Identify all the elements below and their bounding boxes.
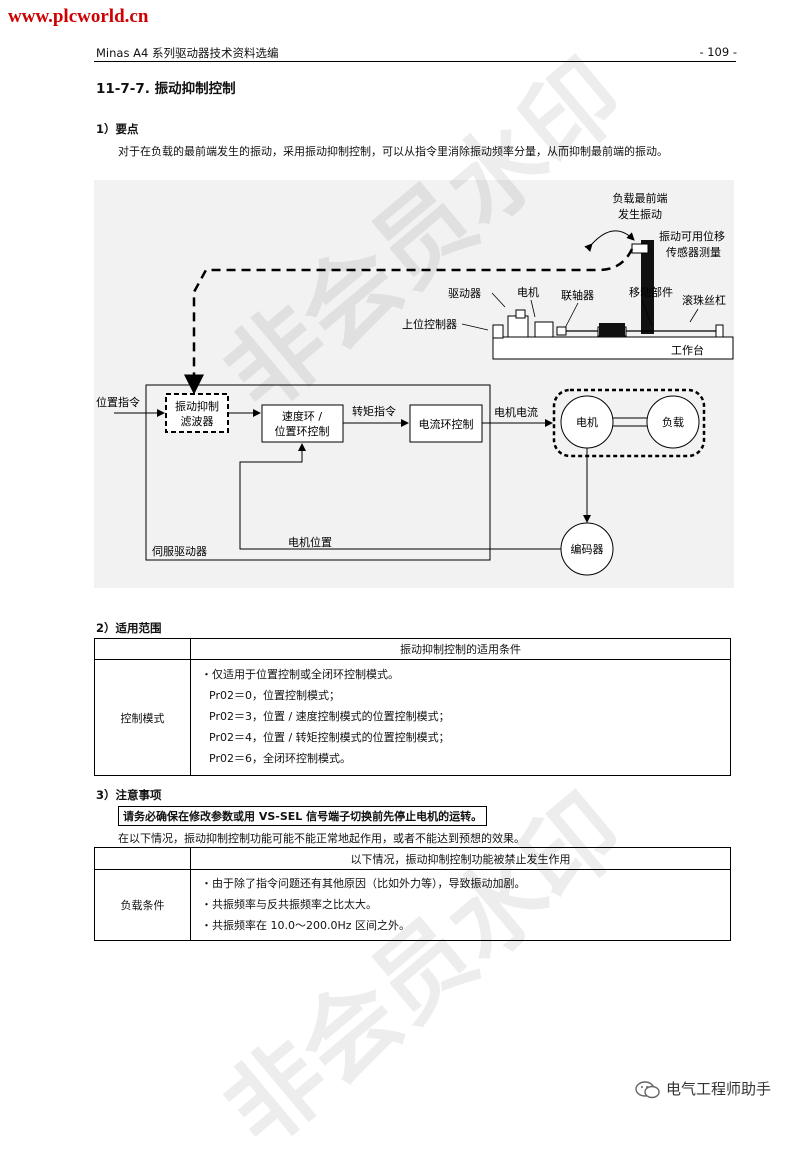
current-loop-block <box>409 404 483 443</box>
motor-load-group <box>552 388 706 458</box>
condition-line: Pr02＝3，位置 / 速度控制模式的位置控制模式； <box>209 710 450 723</box>
section-2-heading: 2）适用范围 <box>96 621 162 635</box>
motor-position-label: 电机位置 <box>288 535 332 549</box>
applicability-table: 振动抑制控制的适用条件 控制模式 ・仅适用于位置控制或全闭环控制模式。 Pr02… <box>94 638 731 776</box>
restriction-line: ・由于除了指令问题还有其他原因（比如外力等），导致振动加剧。 <box>201 877 526 890</box>
load-circle <box>646 395 700 449</box>
wechat-icon <box>635 1080 661 1100</box>
section-1-heading: 1）要点 <box>96 122 139 136</box>
moving-part-label: 移动部件 <box>629 285 673 299</box>
servo-driver-box <box>145 384 491 561</box>
load-tip-column <box>641 240 654 334</box>
vibration-control-diagram: 负载最前端 发生振动 振动可用位移 传感器测量 驱动器 电机 联轴器 移动部件 … <box>94 180 734 588</box>
site-url: www.plcworld.cn <box>8 6 149 27</box>
vibration-arrow <box>584 230 635 252</box>
control-mode-label: 控制模式 <box>94 659 191 776</box>
filter-label-1: 振动抑制 <box>175 399 219 413</box>
restriction-line: ・共振频率与反共振频率之比太大。 <box>201 898 377 911</box>
section-3-intro: 在以下情况，振动抑制控制功能可能不能正常地起作用，或者不能达到预想的效果。 <box>118 832 525 845</box>
moving-part <box>599 323 625 337</box>
sensor-feedback-line <box>184 248 634 395</box>
document-title: Minas A4 系列驱动器技术资料选编 <box>96 46 279 60</box>
machine-illustration: 负载最前端 发生振动 振动可用位移 传感器测量 驱动器 电机 联轴器 移动部件 … <box>402 191 734 360</box>
load-condition-label: 负载条件 <box>94 869 191 941</box>
footer-brand: 电气工程师助手 <box>635 1078 771 1100</box>
condition-line: Pr02＝0，位置控制模式； <box>209 689 340 702</box>
encoder-label: 编码器 <box>571 542 604 556</box>
host-controller-label: 上位控制器 <box>402 317 457 331</box>
vibration-label-1: 负载最前端 <box>613 191 668 205</box>
footer-brand-text: 电气工程师助手 <box>665 1080 771 1098</box>
section-1-text: 对于在负载的最前端发生的振动，采用振动抑制控制，可以从指令里消除振动频率分量，从… <box>118 145 668 158</box>
loop-label-2: 位置环控制 <box>275 424 330 438</box>
load-label: 负载 <box>662 415 684 429</box>
condition-line: ・仅适用于位置控制或全闭环控制模式。 <box>201 668 399 681</box>
section-title: 11-7-7. 振动抑制控制 <box>96 81 236 97</box>
filter-label-2: 滤波器 <box>181 415 214 428</box>
condition-line: Pr02＝6，全闭环控制模式。 <box>209 752 351 765</box>
header-rule <box>94 61 736 62</box>
motor-label: 电机 <box>576 415 598 429</box>
sensor-label-2: 传感器测量 <box>666 246 721 259</box>
condition-line: Pr02＝4，位置 / 转矩控制模式的位置控制模式； <box>209 731 450 744</box>
position-feedback-line <box>239 443 561 550</box>
motor-top-label: 电机 <box>517 285 539 299</box>
servo-driver-label: 伺服驱动器 <box>152 545 207 558</box>
motor-current-label: 电机电流 <box>494 405 538 419</box>
restriction-table: 以下情况，振动抑制控制功能被禁止发生作用 负载条件 ・由于除了指令问题还有其他原… <box>94 847 731 941</box>
work-table-label: 工作台 <box>671 343 704 357</box>
warning-box: 请务必确保在修改参数或用 VS-SEL 信号端子切换前先停止电机的运转。 <box>118 806 488 826</box>
ballscrew-label: 滚珠丝杠 <box>682 293 726 307</box>
driver-label: 驱动器 <box>448 287 481 300</box>
page-number: - 109 - <box>699 45 737 59</box>
vibration-label-2: 发生振动 <box>618 207 662 221</box>
displacement-sensor-icon <box>631 243 649 254</box>
applicability-header: 振动抑制控制的适用条件 <box>190 638 731 660</box>
restriction-line: ・共振频率在 10.0～200.0Hz 区间之外。 <box>201 919 411 932</box>
torque-command-label: 转矩指令 <box>352 404 396 418</box>
speed-position-loop-block <box>261 404 344 443</box>
loop-label-1: 速度环 / <box>282 409 322 423</box>
coupling-label: 联轴器 <box>561 288 594 302</box>
position-command-label: 位置指令 <box>96 395 140 409</box>
section-3-heading: 3）注意事项 <box>96 788 162 802</box>
sensor-label-1: 振动可用位移 <box>659 229 725 243</box>
current-loop-label: 电流环控制 <box>419 417 474 431</box>
